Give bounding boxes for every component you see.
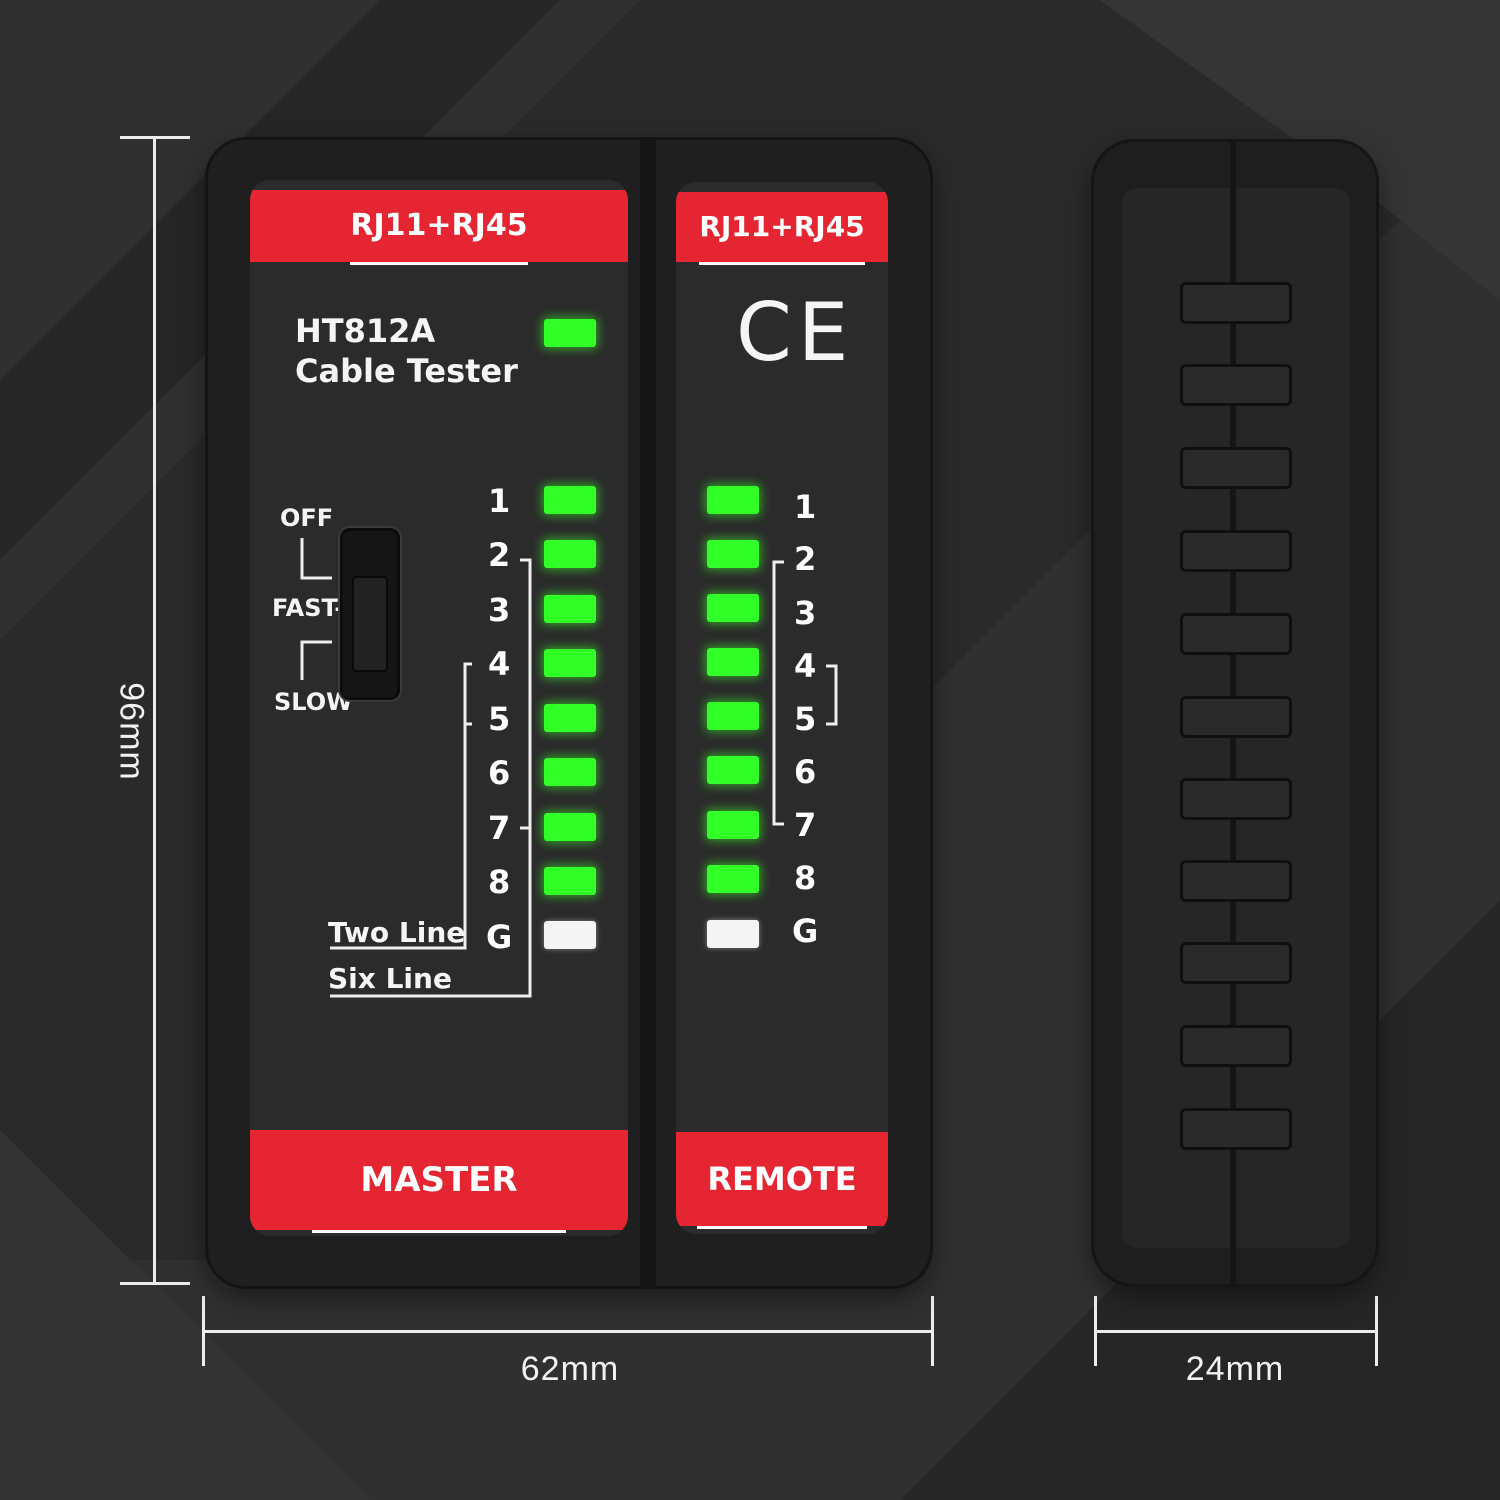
switch-bracket-lines [300, 538, 332, 680]
master-pin-1: 1 [488, 482, 511, 520]
remote-pin-g: G [792, 912, 819, 950]
height-dimension-line [153, 136, 156, 1284]
remote-pin-7: 7 [794, 806, 817, 844]
width-dimension-label: 62mm [520, 1350, 620, 1388]
master-led-2 [544, 540, 596, 568]
side-groove [1180, 364, 1292, 406]
side-groove [1180, 1025, 1292, 1067]
line-grouping-brackets [330, 558, 532, 998]
remote-led-g [707, 920, 759, 948]
master-pin-4: 4 [488, 645, 511, 683]
remote-label-band: REMOTE [676, 1132, 888, 1229]
master-led-g [544, 921, 596, 949]
six-line-label: Six Line [328, 962, 452, 995]
height-dimension-bottom-tick [120, 1282, 190, 1285]
master-label: MASTER [312, 1130, 566, 1233]
remote-led-2 [707, 540, 759, 568]
switch-slow-label: SLOW [274, 688, 353, 716]
depth-dimension-line [1094, 1330, 1378, 1333]
remote-pin-2: 2 [794, 540, 817, 578]
remote-pin-1: 1 [794, 488, 817, 526]
remote-pin-4: 4 [794, 647, 817, 685]
master-pin-2: 2 [488, 536, 511, 574]
side-groove [1180, 778, 1292, 820]
ce-mark-icon: CE [736, 286, 855, 379]
master-connector-band: RJ11+RJ45 [250, 190, 628, 265]
master-pin-8: 8 [488, 863, 511, 901]
product-name-label: Cable Tester [295, 352, 518, 390]
remote-led-1 [707, 486, 759, 514]
two-line-label: Two Line [328, 916, 466, 949]
unit-divider [640, 140, 656, 1286]
side-groove [1180, 860, 1292, 902]
master-connector-label: RJ11+RJ45 [350, 190, 528, 265]
remote-pin-5: 5 [794, 700, 817, 738]
master-label-band: MASTER [250, 1130, 628, 1233]
remote-pin-8: 8 [794, 859, 817, 897]
side-groove [1180, 1108, 1292, 1150]
master-pin-g: G [486, 918, 513, 956]
power-led [544, 319, 596, 347]
remote-connector-band: RJ11+RJ45 [676, 192, 888, 265]
remote-led-5 [707, 702, 759, 730]
switch-fast-label: FAST- [272, 594, 345, 622]
master-led-3 [544, 595, 596, 623]
side-groove [1180, 282, 1292, 324]
depth-dimension-right-tick [1375, 1296, 1378, 1366]
master-led-5 [544, 704, 596, 732]
master-led-6 [544, 758, 596, 786]
side-groove [1180, 942, 1292, 984]
master-pin-7: 7 [488, 809, 511, 847]
slide-switch-icon[interactable] [340, 528, 400, 700]
master-pin-5: 5 [488, 700, 511, 738]
remote-led-7 [707, 811, 759, 839]
remote-connector-label: RJ11+RJ45 [699, 192, 865, 265]
master-led-8 [544, 867, 596, 895]
master-pin-3: 3 [488, 591, 511, 629]
remote-led-4 [707, 648, 759, 676]
master-led-1 [544, 486, 596, 514]
remote-led-3 [707, 594, 759, 622]
remote-led-8 [707, 865, 759, 893]
depth-dimension-label: 24mm [1185, 1350, 1285, 1388]
remote-led-6 [707, 756, 759, 784]
remote-grouping-brackets [772, 560, 838, 826]
master-pin-6: 6 [488, 754, 511, 792]
remote-label: REMOTE [697, 1132, 867, 1229]
master-led-7 [544, 813, 596, 841]
width-dimension-right-tick [931, 1296, 934, 1366]
remote-pin-3: 3 [794, 594, 817, 632]
model-label: HT812A [295, 312, 436, 350]
side-groove [1180, 613, 1292, 655]
side-groove [1180, 696, 1292, 738]
width-dimension-line [202, 1330, 934, 1333]
side-groove [1180, 530, 1292, 572]
switch-off-label: OFF [280, 504, 334, 532]
master-led-4 [544, 649, 596, 677]
height-dimension-label: 96mm [112, 682, 151, 781]
remote-pin-6: 6 [794, 753, 817, 791]
side-groove [1180, 447, 1292, 489]
